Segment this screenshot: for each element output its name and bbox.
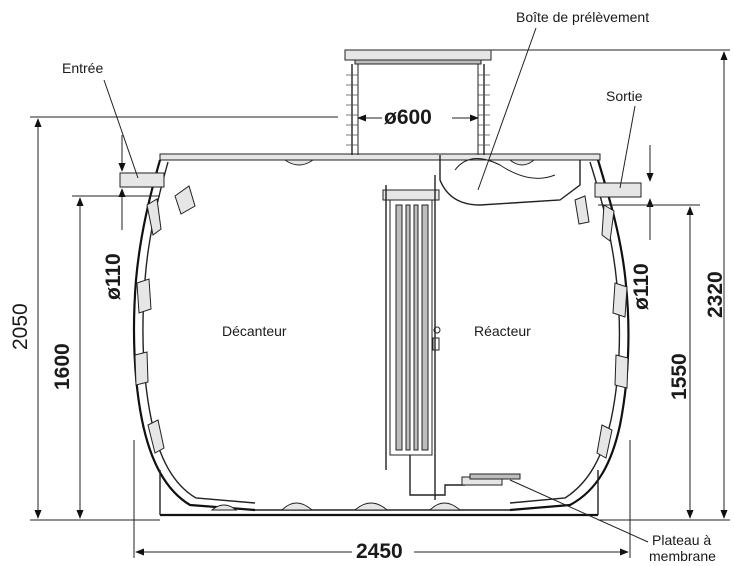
dimension-overall-height-right: 2320: [491, 49, 730, 521]
outlet-label: Sortie: [606, 88, 643, 104]
dimension-overall-length: 2450: [133, 440, 631, 563]
reactor-label: Réacteur: [474, 323, 531, 339]
outlet-diameter-value: ø110: [630, 263, 653, 310]
inlet-height-value: 1600: [51, 343, 74, 390]
membrane-plate-label-line2: membrane: [649, 548, 716, 564]
sample-box-leader: [477, 27, 537, 191]
overall-height-left-value: 2050: [9, 303, 32, 350]
dimension-manhole-diameter: ø600: [357, 103, 479, 129]
inlet-label: Entrée: [62, 60, 103, 76]
inlet-diameter-value: ø110: [102, 253, 125, 300]
outlet-pipe: [594, 182, 642, 198]
dimension-inlet-diameter: ø110: [102, 135, 126, 300]
sample-box-label: Boîte de prélèvement: [516, 9, 649, 25]
dimension-outlet-height: 1550: [598, 204, 700, 519]
tank-body: [132, 153, 630, 517]
membrane-plate-label: Plateau à membrane: [649, 532, 716, 564]
outlet-height-value: 1550: [668, 353, 691, 400]
dimension-overall-height-left: 2050: [9, 116, 338, 521]
inlet-leader: [103, 79, 139, 179]
overall-length-value: 2450: [356, 540, 403, 563]
manhole-diameter-value: ø600: [384, 106, 432, 129]
dimension-outlet-diameter: ø110: [630, 145, 654, 310]
membrane-plate-leader: [509, 479, 649, 543]
membrane-module: [382, 175, 521, 500]
outlet-leader: [619, 105, 636, 189]
settler-label: Décanteur: [222, 323, 287, 339]
manhole-riser: [344, 49, 581, 206]
overall-height-right-value: 2320: [704, 271, 727, 318]
inlet-pipe: [119, 172, 165, 188]
dimension-inlet-height: 1600: [51, 195, 160, 519]
membrane-plate-label-line1: Plateau à: [652, 532, 711, 548]
